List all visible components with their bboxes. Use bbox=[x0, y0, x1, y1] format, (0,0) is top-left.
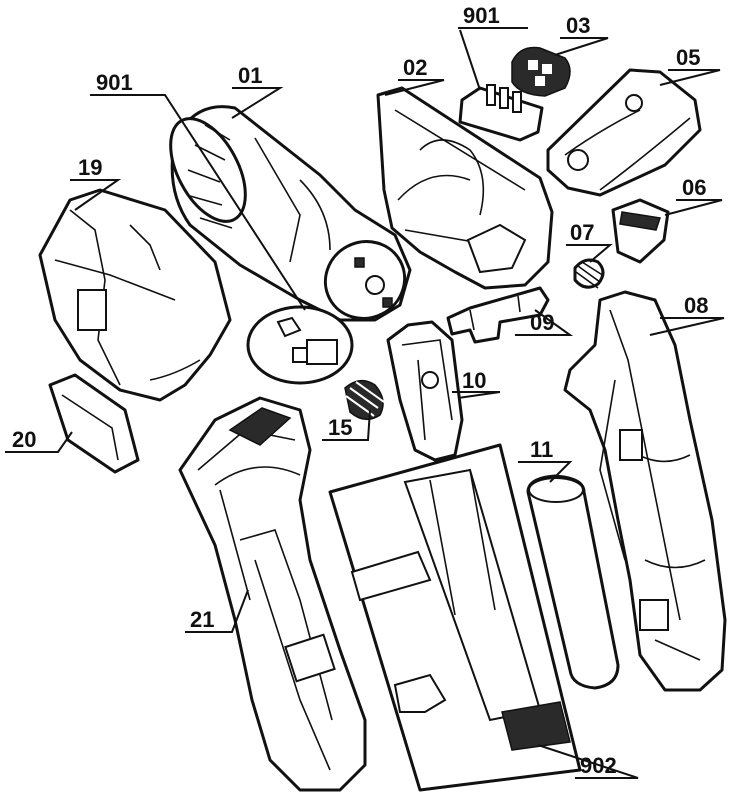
leader-03 bbox=[554, 37, 609, 56]
callout-21: 21 bbox=[190, 607, 214, 632]
leader-20 bbox=[5, 431, 73, 453]
part-15-spring bbox=[344, 379, 385, 421]
leader-06 bbox=[664, 199, 723, 216]
leader-15 bbox=[322, 409, 371, 441]
leader-lines bbox=[5, 27, 725, 779]
callout-03: 03 bbox=[566, 13, 590, 38]
leader-09 bbox=[515, 309, 574, 336]
leader-11 bbox=[518, 461, 573, 483]
callout-20: 20 bbox=[12, 427, 36, 452]
callout-labels: 901 01 901 03 02 05 19 06 07 09 08 10 15… bbox=[12, 3, 708, 778]
part-10-switch-frame bbox=[386, 320, 464, 462]
callout-10: 10 bbox=[462, 368, 486, 393]
callout-901b: 901 bbox=[463, 3, 500, 28]
leader-08 bbox=[649, 317, 725, 336]
callout-901a: 901 bbox=[96, 70, 133, 95]
leader-07 bbox=[566, 244, 613, 263]
leader-10 bbox=[452, 391, 501, 399]
part-05-top-cover bbox=[546, 68, 702, 197]
part-01-motor-gear-assembly bbox=[169, 105, 412, 322]
callout-06: 06 bbox=[682, 175, 706, 200]
part-20-end-cap bbox=[48, 373, 140, 474]
part-09-slider bbox=[446, 286, 550, 344]
leader-19 bbox=[70, 179, 122, 211]
leader-02 bbox=[384, 79, 445, 96]
part-902-battery-pack-frame bbox=[328, 443, 582, 792]
callout-07: 07 bbox=[570, 220, 594, 245]
part-11-battery bbox=[526, 474, 620, 690]
callout-15: 15 bbox=[328, 415, 352, 440]
leader-01 bbox=[231, 87, 284, 119]
callout-09: 09 bbox=[530, 310, 554, 335]
callout-11: 11 bbox=[530, 437, 553, 462]
part-02-upper-housing bbox=[376, 86, 554, 290]
callout-01: 01 bbox=[238, 63, 262, 88]
part-06-lock-block bbox=[611, 198, 670, 264]
callout-08: 08 bbox=[684, 293, 708, 318]
leader-21 bbox=[185, 589, 249, 633]
leader-05 bbox=[659, 69, 721, 86]
callout-19: 19 bbox=[78, 155, 102, 180]
part-19-gearbox-housing bbox=[38, 188, 232, 402]
part-07-spring bbox=[573, 258, 605, 289]
part-08-right-housing bbox=[563, 290, 727, 692]
part-901-control-board bbox=[458, 84, 544, 142]
part-21-handle-housing bbox=[178, 396, 367, 792]
callout-05: 05 bbox=[676, 45, 700, 70]
callout-902: 902 bbox=[580, 753, 617, 778]
leader-902 bbox=[537, 744, 639, 779]
part-901-detail-circle bbox=[246, 305, 354, 385]
leader-901a bbox=[90, 94, 306, 311]
part-03-switch-button bbox=[511, 46, 571, 97]
callout-02: 02 bbox=[403, 55, 427, 80]
leader-901b bbox=[458, 27, 528, 91]
